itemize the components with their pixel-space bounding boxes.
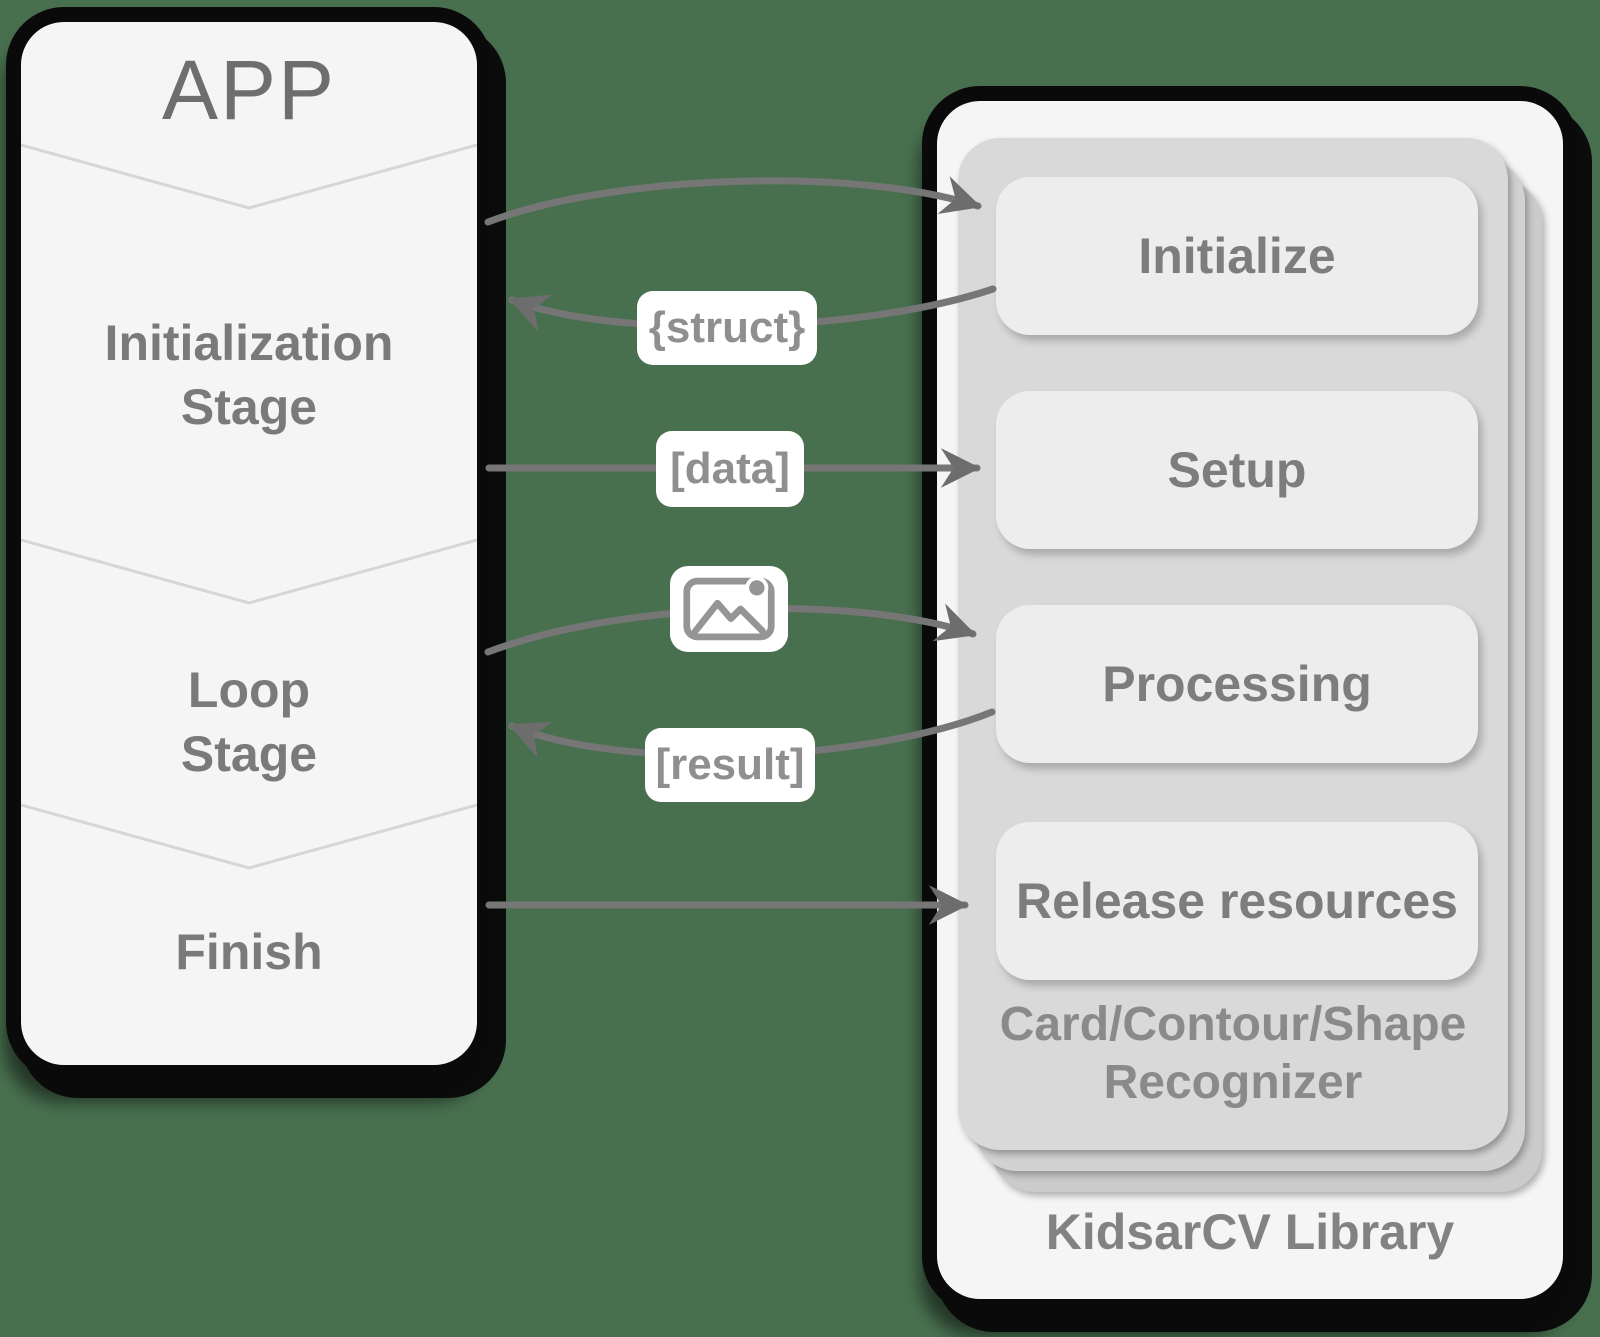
- image-chip: [670, 566, 788, 652]
- library-step-release-resources: Release resources: [996, 822, 1478, 980]
- recognizer-card-title-line1: Card/Contour/Shape: [999, 998, 1467, 1051]
- data-label-chip: [data]: [656, 431, 804, 507]
- library-panel: Initialize Setup Processing Release reso…: [922, 86, 1578, 1314]
- stage-finish: Finish: [21, 920, 477, 984]
- arrow-app-to-initialize: [484, 176, 982, 226]
- library-step-setup: Setup: [996, 391, 1478, 549]
- stage-initialization: Initialization Stage: [21, 311, 477, 439]
- stage-loop: Loop Stage: [21, 658, 477, 786]
- stage-initialization-line2: Stage: [180, 379, 318, 435]
- stage-finish-line1: Finish: [175, 924, 323, 980]
- app-panel-inner: APP Initialization Stage Loop Stage Fini…: [21, 22, 477, 1065]
- library-step-processing: Processing: [996, 605, 1478, 763]
- library-panel-inner: Initialize Setup Processing Release reso…: [937, 101, 1563, 1299]
- library-step-initialize: Initialize: [996, 177, 1478, 335]
- recognizer-card: Initialize Setup Processing Release reso…: [958, 138, 1508, 1150]
- stage-initialization-line1: Initialization: [104, 315, 394, 371]
- recognizer-card-title: Card/Contour/Shape Recognizer: [958, 996, 1508, 1112]
- struct-label-chip: {struct}: [637, 291, 817, 365]
- library-panel-title: KidsarCV Library: [1045, 1204, 1455, 1260]
- app-panel-title: APP: [161, 43, 337, 137]
- stage-loop-line2: Stage: [180, 726, 318, 782]
- stage-chevron-dividers: [21, 143, 477, 870]
- recognizer-card-title-line2: Recognizer: [1103, 1056, 1363, 1109]
- result-label-chip: [result]: [645, 728, 815, 802]
- stage-loop-line1: Loop: [187, 662, 311, 718]
- app-panel: APP Initialization Stage Loop Stage Fini…: [6, 7, 492, 1080]
- picture-icon: [683, 576, 775, 641]
